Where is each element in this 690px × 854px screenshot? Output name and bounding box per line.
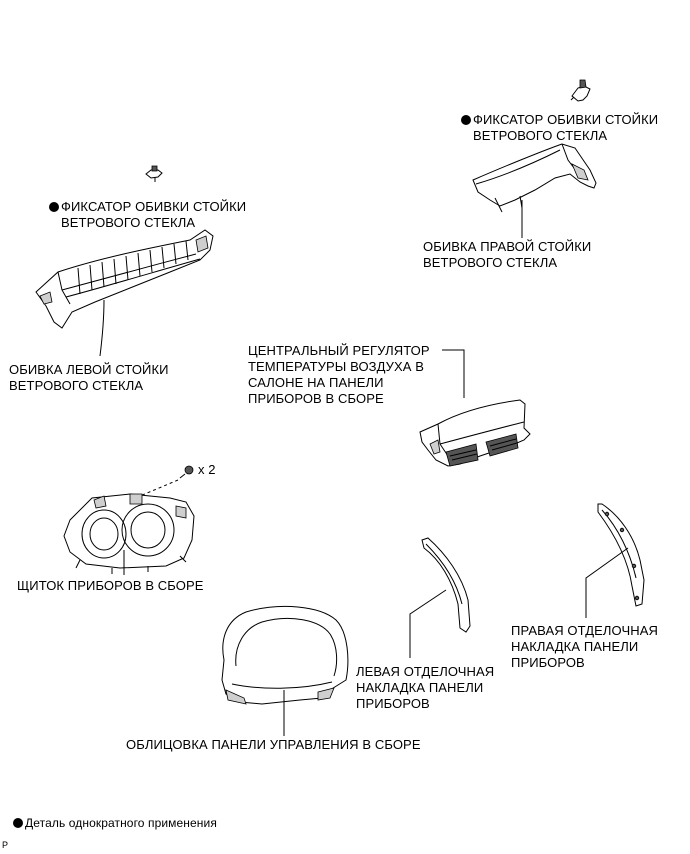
left-pillar-garnish-part	[35, 229, 214, 357]
legend-text: Деталь однократного применения	[25, 816, 217, 830]
left-clip-label-line1: ФИКСАТОР ОБИВКИ СТОЙКИ	[61, 199, 247, 214]
hood-part	[221, 605, 349, 736]
cluster-label: ЩИТОК ПРИБОРОВ В СБОРЕ	[17, 578, 204, 593]
page-reference: P	[2, 840, 9, 850]
right-pillar-garnish-part	[472, 143, 597, 238]
one-time-use-dot-icon	[49, 202, 59, 212]
center-vent-label-line2: ТЕМПЕРАТУРЫ ВОЗДУХА В	[248, 359, 425, 374]
right-trim-part	[585, 503, 645, 618]
right-clip-part	[570, 79, 591, 102]
left-trim-label-line3: ПРИБОРОВ	[356, 696, 430, 711]
right-pillar-label-line1: ОБИВКА ПРАВОЙ СТОЙКИ	[423, 239, 592, 254]
left-clip-part	[145, 165, 163, 182]
left-trim-leader	[409, 589, 447, 658]
one-time-use-dot-icon	[461, 115, 471, 125]
left-pillar-label-line1: ОБИВКА ЛЕВОЙ СТОЙКИ	[9, 362, 169, 377]
left-trim-label-line2: НАКЛАДКА ПАНЕЛИ	[356, 680, 484, 695]
right-trim-label-line3: ПРИБОРОВ	[511, 655, 585, 670]
right-clip-label-line2: ВЕТРОВОГО СТЕКЛА	[473, 128, 608, 143]
right-trim-leader	[585, 547, 629, 618]
legend-dot-icon	[13, 818, 23, 828]
left-pillar-leader	[99, 299, 105, 357]
center-vent-label-line3: САЛОНЕ НА ПАНЕЛИ	[248, 375, 384, 390]
right-clip-label: ФИКСАТОР ОБИВКИ СТОЙКИ	[461, 111, 658, 128]
right-trim-label-line1: ПРАВАЯ ОТДЕЛОЧНАЯ	[511, 623, 658, 638]
legend: Деталь однократного применения	[13, 814, 217, 832]
screw-qty-label: x 2	[198, 462, 216, 477]
left-clip-label: ФИКСАТОР ОБИВКИ СТОЙКИ	[49, 198, 246, 215]
right-trim-label-line2: НАКЛАДКА ПАНЕЛИ	[511, 639, 639, 654]
center-vent-leader	[442, 349, 465, 398]
left-trim-label-line1: ЛЕВАЯ ОТДЕЛОЧНАЯ	[356, 664, 495, 679]
left-pillar-label-line2: ВЕТРОВОГО СТЕКЛА	[9, 378, 144, 393]
left-clip-label-line2: ВЕТРОВОГО СТЕКЛА	[61, 215, 196, 230]
center-vent-label-line4: ПРИБОРОВ В СБОРЕ	[248, 391, 384, 406]
hood-label: ОБЛИЦОВКА ПАНЕЛИ УПРАВЛЕНИЯ В СБОРЕ	[126, 737, 421, 752]
left-trim-part	[409, 537, 471, 658]
cluster-part	[63, 493, 195, 575]
right-clip-label-line1: ФИКСАТОР ОБИВКИ СТОЙКИ	[473, 112, 659, 127]
center-vent-label-line1: ЦЕНТРАЛЬНЫЙ РЕГУЛЯТОР	[248, 343, 430, 358]
center-vent-part	[419, 349, 531, 467]
right-pillar-label-line2: ВЕТРОВОГО СТЕКЛА	[423, 255, 558, 270]
